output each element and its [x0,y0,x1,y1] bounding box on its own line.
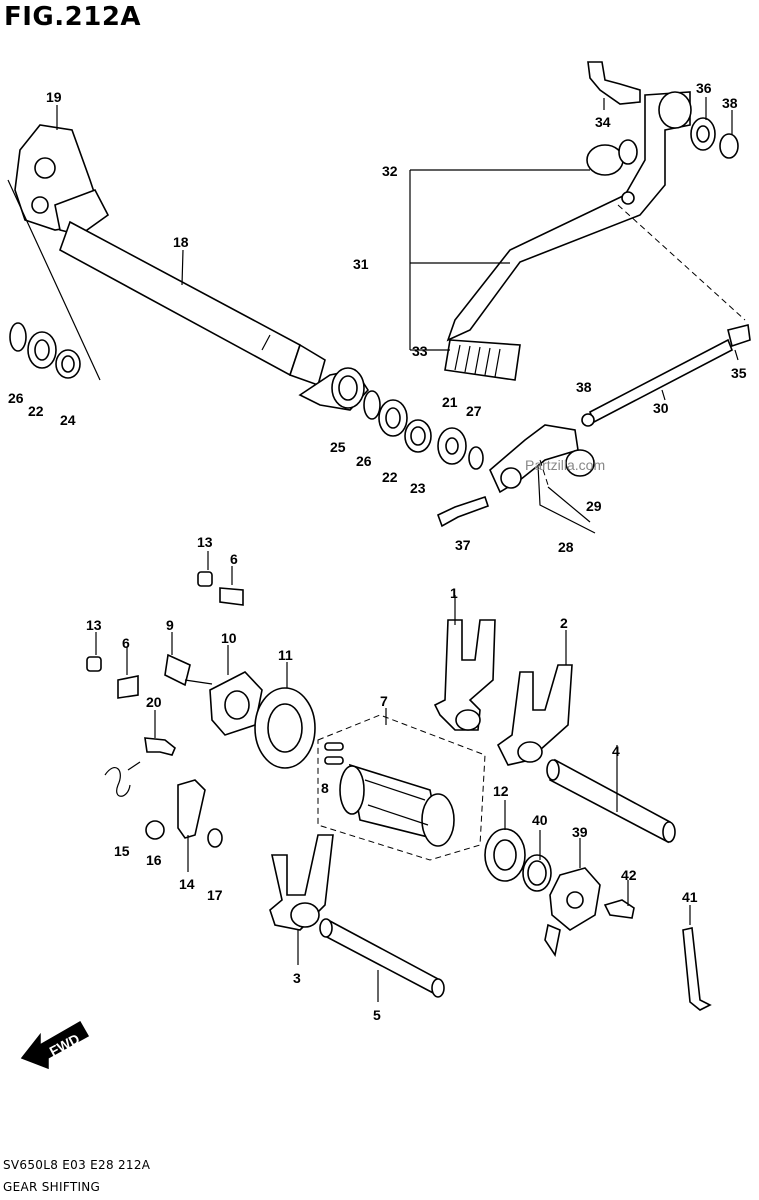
callout-38: 38 [722,95,738,111]
drum-bearing-lower [484,828,552,892]
callout-13a: 13 [197,534,213,550]
fork-shaft-long [546,758,676,844]
gear-shift-shaft [59,220,326,387]
shaft-seal-kit-left [7,179,101,381]
callout-26c: 27 [466,403,482,419]
callout-16: 16 [146,852,162,868]
fork-clip-41 [682,927,712,1011]
callout-8: 8 [321,780,329,796]
stopper-spring-bolt [104,737,176,797]
callout-24: 24 [60,412,76,428]
callout-1: 1 [450,585,458,601]
callout-12: 12 [493,783,509,799]
shift-link-joint [489,424,595,494]
cam-stopper-bolt [86,571,244,699]
callout-27: 28 [558,539,574,555]
link-bolt [436,495,490,528]
callout-14: 14 [179,876,195,892]
callout-26a: 26 [8,390,24,406]
callout-10: 10 [221,630,237,646]
callout-3: 3 [293,970,301,986]
shift-fork-3 [269,834,334,931]
callout-18: 18 [173,234,189,250]
gearshift-cam-drum [317,714,486,861]
callout-36: 37 [455,537,471,553]
callout-28: 29 [586,498,602,514]
lever-washers [690,117,739,159]
shift-fork-2 [496,664,573,766]
callout-30: 31 [353,256,369,272]
watermark: Partzilla.com [525,457,605,473]
callout-7: 7 [380,693,388,709]
gear-shift-arm [14,124,110,236]
callout-34: 35 [731,365,747,381]
callout-40: 40 [532,812,548,828]
callout-22a: 22 [28,403,44,419]
callout-31: 32 [382,163,398,179]
callout-2: 2 [560,615,568,631]
model-code: SV650L8 E03 E28 212A [3,1158,151,1172]
callout-39: 39 [572,824,588,840]
gearshift-arm-lower [145,779,223,848]
shift-cam-stopper [164,653,263,736]
shift-drum-plate [544,867,601,958]
callout-19: 19 [46,89,62,105]
shift-lever-rubber-boss [586,139,638,176]
shift-drum-screw [603,899,635,919]
shaft-return-spring [298,367,370,411]
callout-15: 15 [114,843,130,859]
callout-29: 30 [653,400,669,416]
callout-35: 36 [696,80,712,96]
shift-link-rod [581,324,751,427]
callout-32: 33 [412,343,428,359]
callout-42: 42 [621,867,637,883]
callout-5: 5 [373,1007,381,1023]
shift-drum-bearing [254,687,316,769]
forward-direction-arrow: FWD [20,1020,90,1070]
cam-drum-pins [324,742,344,765]
callout-23: 23 [410,480,426,496]
callout-22b: 22 [382,469,398,485]
callout-33: 34 [595,114,611,130]
shaft-seal-kit-right [363,390,484,470]
callout-37: 38 [576,379,592,395]
callout-6b: 6 [122,635,130,651]
callout-41: 41 [682,889,698,905]
callout-4: 4 [612,743,620,759]
callout-13b: 13 [86,617,102,633]
callout-25: 25 [330,439,346,455]
callout-20: 20 [146,694,162,710]
callout-21: 21 [442,394,458,410]
callout-9: 9 [166,617,174,633]
section-name: GEAR SHIFTING [3,1180,101,1194]
shift-fork-1 [433,619,496,731]
shift-lever-pivot-bolt [587,61,641,105]
callout-6a: 6 [230,551,238,567]
fork-shaft-short [319,918,445,998]
callout-17: 17 [207,887,223,903]
callout-26b: 26 [356,453,372,469]
callout-11: 11 [278,647,293,663]
figure-title: FIG.212A [4,2,142,32]
gear-shift-lever [444,91,692,381]
